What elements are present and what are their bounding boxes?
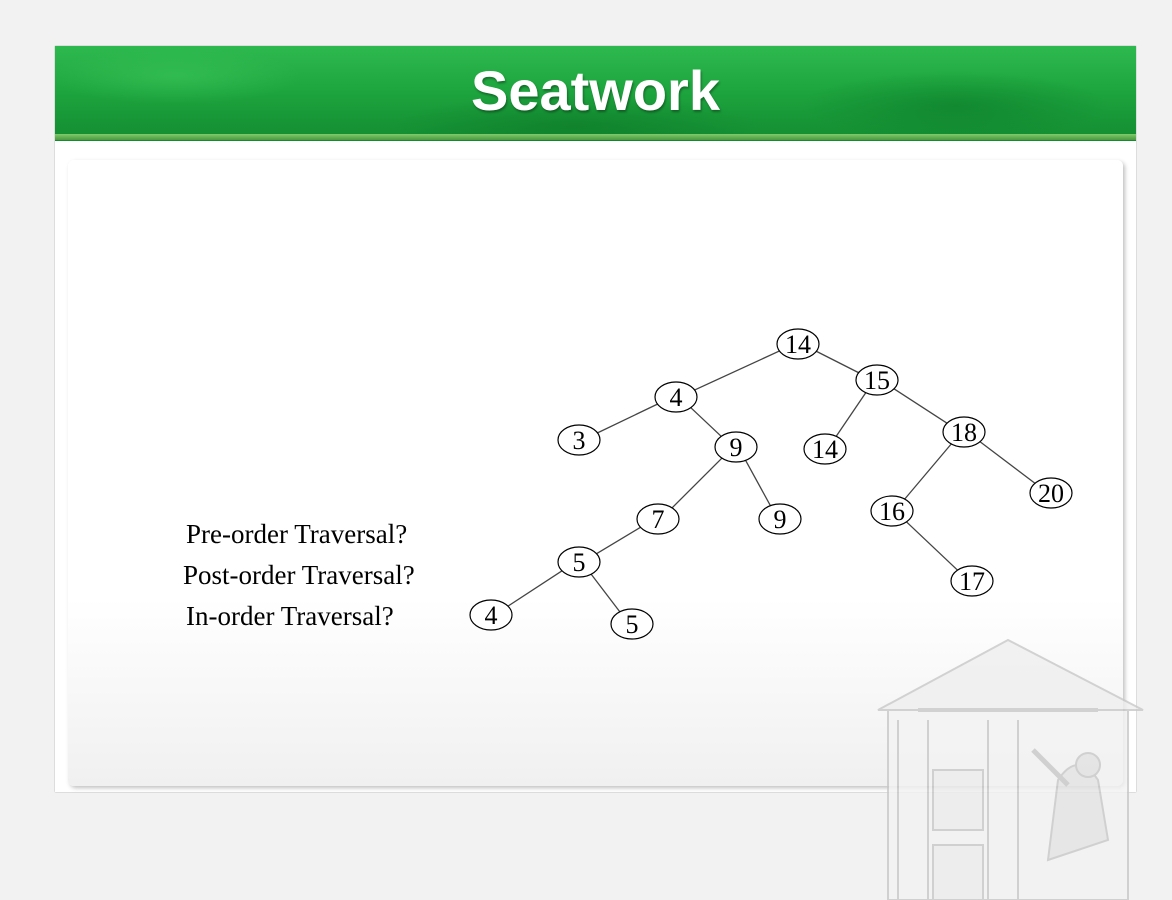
tree-node-label: 9 bbox=[730, 433, 743, 462]
tree-node: 5 bbox=[557, 546, 601, 578]
tree-node-label: 16 bbox=[879, 497, 905, 526]
tree-node-circle bbox=[654, 381, 698, 413]
tree-edge bbox=[592, 524, 645, 557]
tree-node-label: 3 bbox=[573, 426, 586, 455]
preorder-question: Pre-order Traversal? bbox=[186, 519, 408, 549]
tree-node-label: 5 bbox=[573, 548, 586, 577]
tree-edge bbox=[902, 441, 954, 502]
tree-node-label: 7 bbox=[652, 505, 665, 534]
tree-node: 14 bbox=[776, 328, 820, 360]
tree-edge bbox=[890, 386, 951, 426]
tree-node-circle bbox=[714, 431, 758, 463]
tree-node: 9 bbox=[714, 431, 758, 463]
tree-node-circle bbox=[610, 608, 654, 640]
tree-node-circle bbox=[557, 424, 601, 456]
tree-edge bbox=[504, 568, 566, 609]
tree-node-circle bbox=[942, 416, 986, 448]
tree-edge bbox=[903, 519, 961, 573]
tree-node-label: 14 bbox=[785, 330, 811, 359]
tree-node: 3 bbox=[557, 424, 601, 456]
postorder-question: Post-order Traversal? bbox=[183, 560, 415, 590]
tree-edge bbox=[588, 571, 623, 615]
tree-node-circle bbox=[1029, 477, 1073, 509]
tree-node: 4 bbox=[654, 381, 698, 413]
tree-node-circle bbox=[776, 328, 820, 360]
tree-edge bbox=[812, 348, 863, 376]
binary-search-tree-diagram: 14 4 15 3 9 14 18 7 9 16 20 5 17 4 5 bbox=[469, 328, 1073, 640]
tree-node: 4 bbox=[469, 599, 513, 631]
slide: Seatwork Pre-order Traversal? Post-order… bbox=[55, 46, 1144, 900]
tree-node-circle bbox=[557, 546, 601, 578]
slide-title: Seatwork bbox=[471, 59, 720, 122]
tree-node-circle bbox=[803, 433, 847, 465]
tree-node-label: 9 bbox=[774, 505, 787, 534]
tree-node-circle bbox=[870, 495, 914, 527]
tree-edge bbox=[743, 457, 773, 509]
tree-node: 9 bbox=[758, 503, 802, 535]
title-banner: Seatwork bbox=[55, 46, 1136, 141]
tree-edge bbox=[687, 404, 725, 440]
tree-node-label: 20 bbox=[1038, 479, 1064, 508]
tree-node-circle bbox=[950, 565, 994, 597]
tree-node-circle bbox=[469, 599, 513, 631]
tree-node-label: 4 bbox=[670, 383, 683, 412]
tree-edge bbox=[669, 455, 725, 511]
tree-node-label: 17 bbox=[959, 567, 985, 596]
tree-node-circle bbox=[636, 503, 680, 535]
tree-node: 20 bbox=[1029, 477, 1073, 509]
tree-edge bbox=[593, 401, 662, 436]
tree-node-label: 4 bbox=[485, 601, 498, 630]
banner-divider bbox=[55, 134, 1136, 140]
tree-node-circle bbox=[855, 364, 899, 396]
tree-edge bbox=[834, 390, 868, 439]
tree-node: 18 bbox=[942, 416, 986, 448]
tree-node-label: 18 bbox=[951, 418, 977, 447]
tree-node: 15 bbox=[855, 364, 899, 396]
tree-node: 17 bbox=[950, 565, 994, 597]
tree-edge bbox=[976, 438, 1039, 487]
tree-edge bbox=[690, 348, 784, 393]
tree-node-label: 15 bbox=[864, 366, 890, 395]
tree-node: 7 bbox=[636, 503, 680, 535]
tree-node: 5 bbox=[610, 608, 654, 640]
tree-node: 16 bbox=[870, 495, 914, 527]
tree-node-label: 5 bbox=[626, 610, 639, 639]
tree-node-label: 14 bbox=[812, 435, 838, 464]
tree-node: 14 bbox=[803, 433, 847, 465]
tree-node-circle bbox=[758, 503, 802, 535]
inorder-question: In-order Traversal? bbox=[186, 601, 394, 631]
